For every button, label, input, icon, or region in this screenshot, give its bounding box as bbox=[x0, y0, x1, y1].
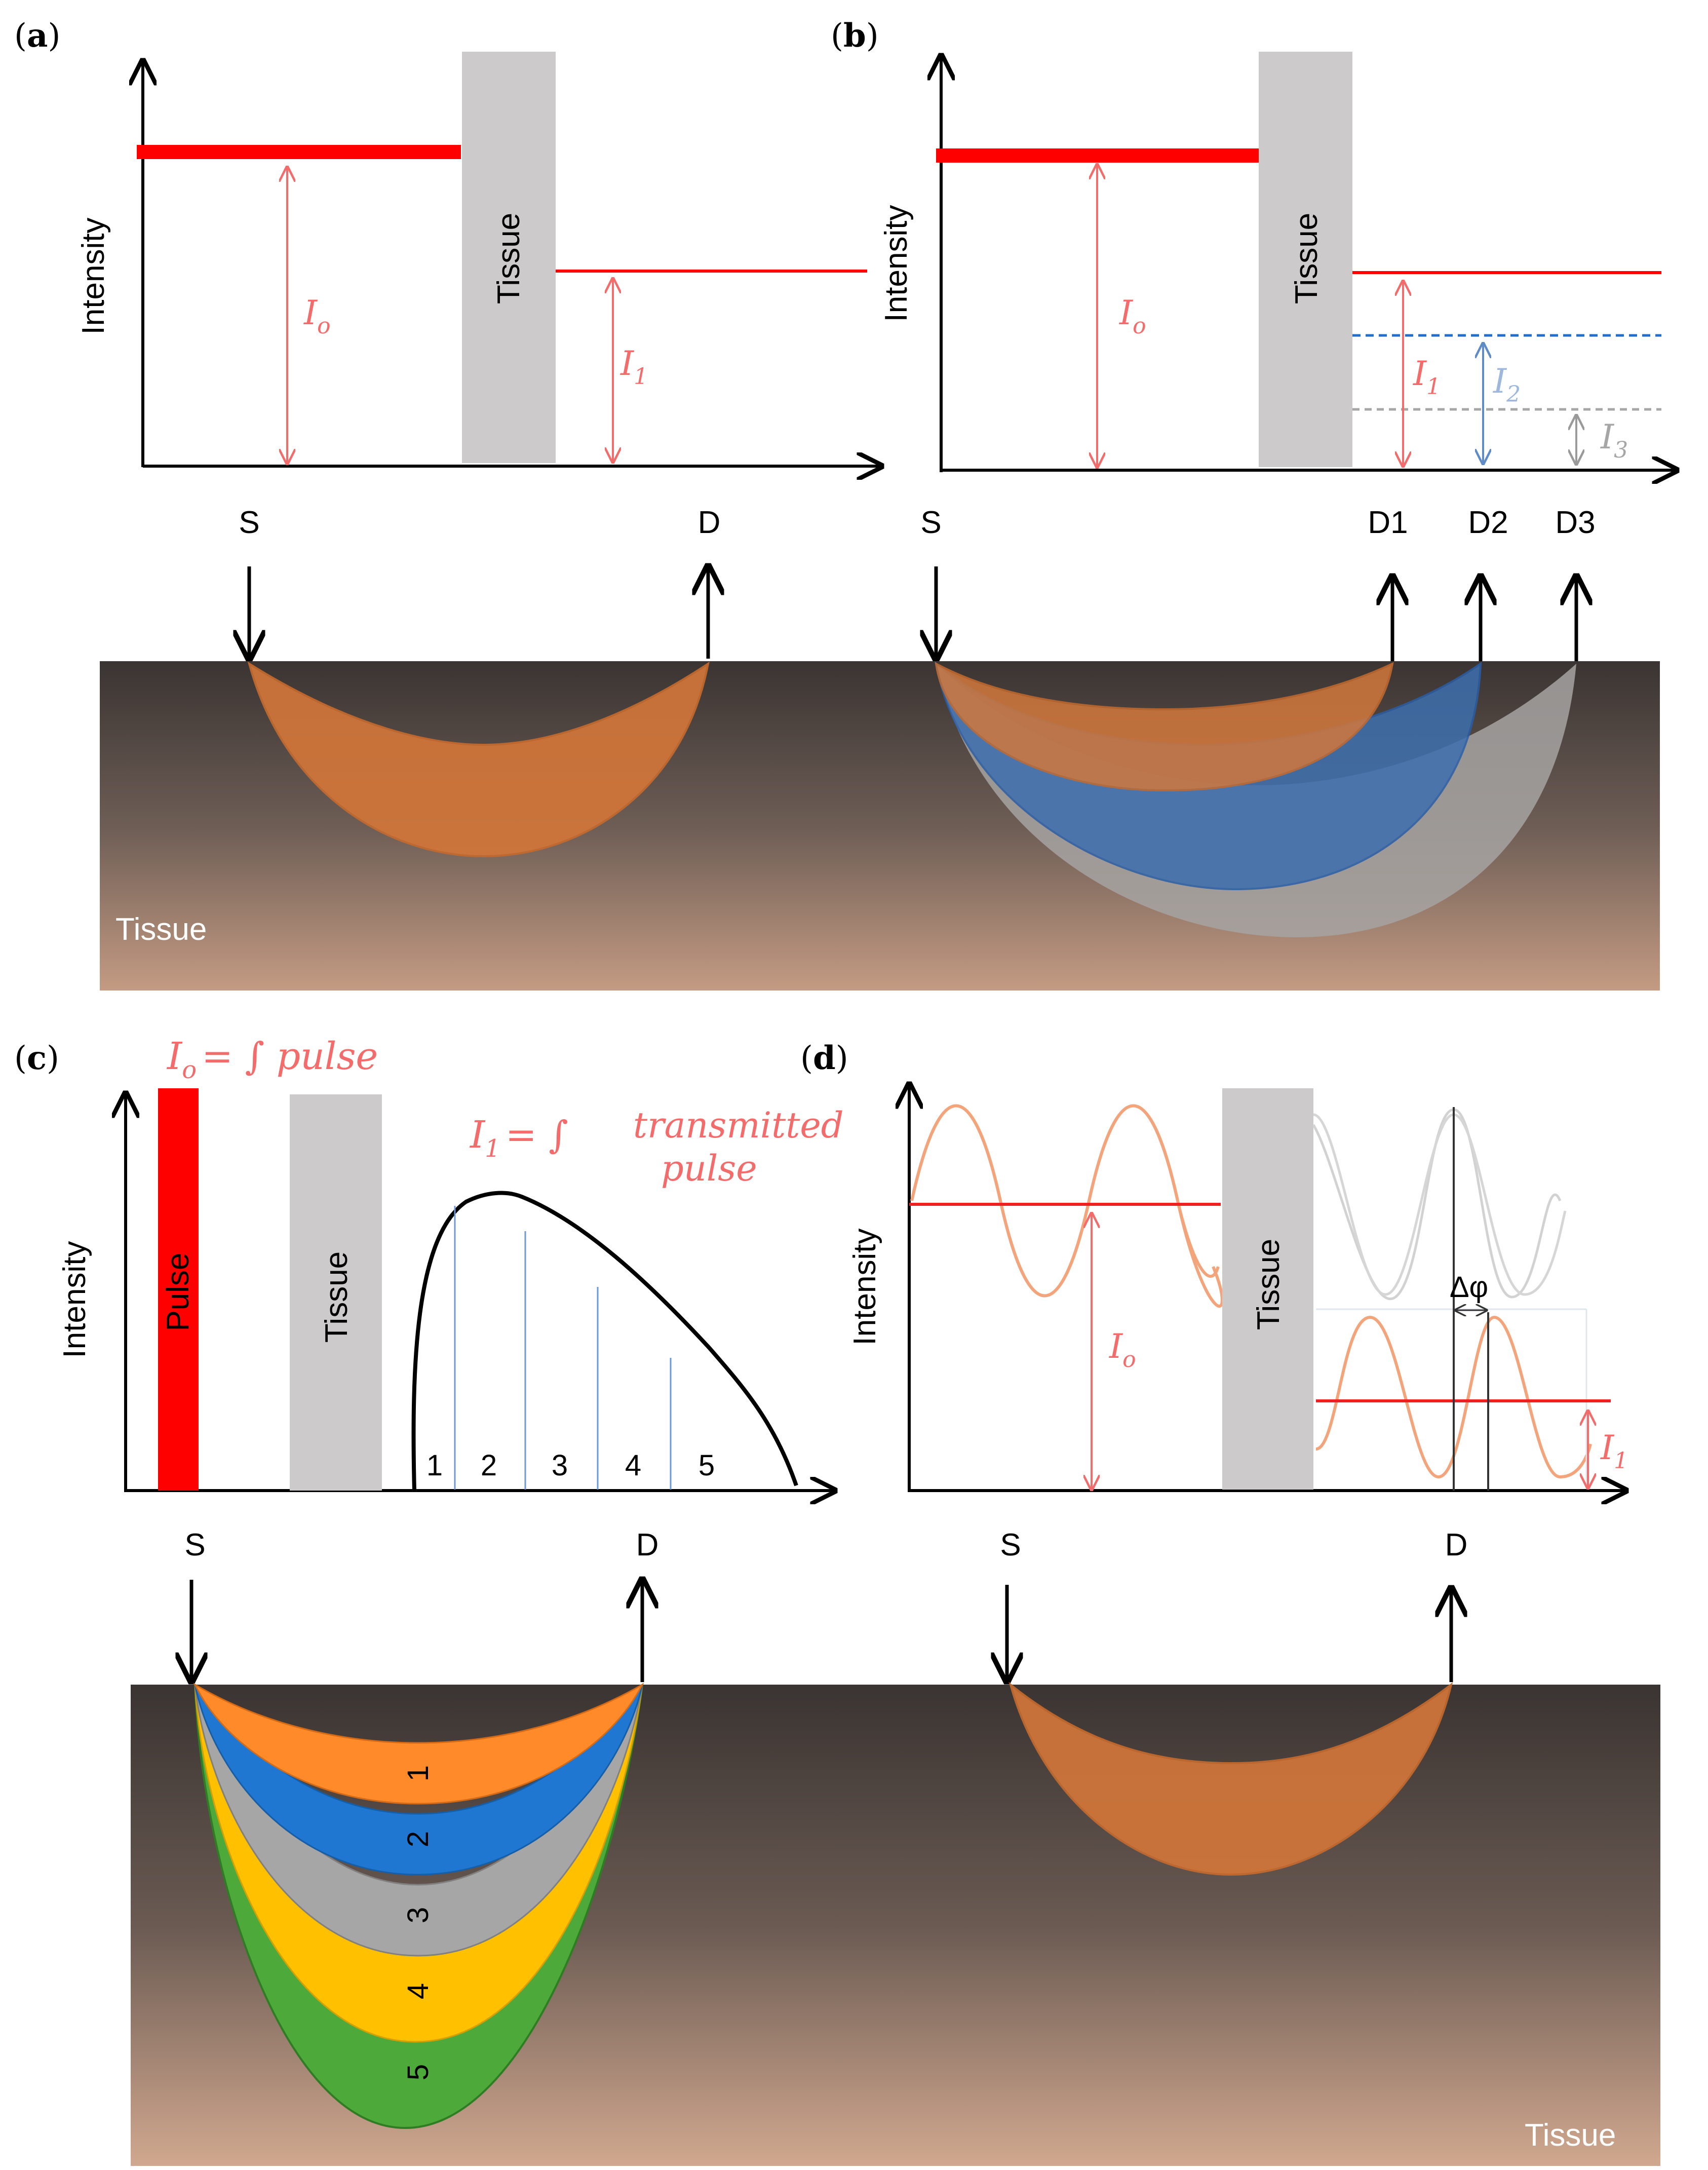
top-tissue-strip: Tissue bbox=[100, 661, 1660, 991]
banana-label: 2 bbox=[402, 1831, 435, 1847]
tissue-block-label: Tissue bbox=[319, 1251, 354, 1343]
incident-symbol: Io bbox=[303, 293, 331, 339]
pulse-bar-label: Pulse bbox=[161, 1252, 196, 1331]
source-label: S bbox=[1000, 1528, 1021, 1563]
tissue-block bbox=[1259, 52, 1352, 467]
detector-1-label: D1 bbox=[1368, 505, 1408, 540]
tpsf-curve bbox=[411, 1191, 798, 1491]
incident-wave bbox=[910, 1104, 1220, 1298]
panel-a-label: (a) bbox=[14, 17, 60, 55]
panel-d-label: (d) bbox=[800, 1039, 848, 1077]
time-bin-label: 4 bbox=[625, 1449, 641, 1482]
banana-label: 5 bbox=[402, 2064, 435, 2080]
photon-path-banana-1 bbox=[935, 662, 1394, 792]
y-axis-label: Intensity bbox=[76, 218, 111, 335]
tissue-block bbox=[462, 52, 556, 463]
tissue-block-label: Tissue bbox=[491, 213, 526, 304]
photon-path-banana-1 bbox=[193, 1683, 644, 1805]
detector-2-label: D2 bbox=[1468, 505, 1508, 540]
transmitted-wave bbox=[1315, 1315, 1592, 1479]
tissue-block bbox=[290, 1094, 382, 1491]
tissue-block bbox=[1222, 1088, 1313, 1490]
transmitted-symbol-2: I2 bbox=[1493, 362, 1521, 407]
detector-label: D bbox=[636, 1528, 659, 1563]
time-bin-label: 2 bbox=[481, 1449, 497, 1482]
panel-c: (c) Io= ∫ pulse Intensity Pulse Tissue I… bbox=[14, 1035, 844, 1682]
incident-symbol: Io bbox=[1109, 1327, 1136, 1373]
transmitted-equation-line2: pulse bbox=[661, 1148, 757, 1189]
panel-c-label: (c) bbox=[14, 1039, 59, 1077]
pulse-bar bbox=[158, 1088, 199, 1491]
incident-equation: Io= ∫ pulse bbox=[166, 1035, 378, 1084]
banana-label: 4 bbox=[402, 1983, 435, 1999]
tissue-layer-label: Tissue bbox=[115, 912, 207, 947]
transmitted-equation-line1: transmitted bbox=[633, 1105, 844, 1146]
detector-3-label: D3 bbox=[1555, 505, 1595, 540]
bottom-tissue-strip: Tissue 1 2 3 4 5 bbox=[131, 1682, 1660, 2166]
reference-wave bbox=[1313, 1113, 1567, 1296]
time-bin-label: 5 bbox=[698, 1449, 715, 1482]
tissue-block-label: Tissue bbox=[1289, 213, 1324, 304]
time-bin-label: 1 bbox=[426, 1449, 443, 1482]
panel-b-label: (b) bbox=[831, 17, 879, 55]
tissue-block-label: Tissue bbox=[1251, 1239, 1286, 1330]
panel-d: (d) Intensity Io Tissue I1 Δφ S D bbox=[800, 1039, 1628, 1682]
panel-b: (b) Intensity Io Tissue I1 I2 I3 S D1 D2… bbox=[831, 17, 1677, 664]
banana-label: 3 bbox=[402, 1907, 435, 1923]
phase-shift-label: Δφ bbox=[1450, 1271, 1488, 1304]
y-axis-label: Intensity bbox=[847, 1229, 882, 1346]
source-label: S bbox=[184, 1528, 205, 1563]
photon-path-banana bbox=[1008, 1682, 1453, 1876]
banana-label: 1 bbox=[402, 1765, 435, 1781]
transmitted-symbol-3: I3 bbox=[1600, 417, 1628, 463]
tissue-layer-label: Tissue bbox=[1525, 2118, 1616, 2153]
panel-a: (a) Intensity Io Tissue I1 S D bbox=[14, 17, 881, 659]
transmitted-symbol: I1 bbox=[1600, 1428, 1628, 1474]
detector-label: D bbox=[1445, 1528, 1468, 1563]
photon-path-banana bbox=[247, 661, 710, 858]
time-bin-label: 3 bbox=[552, 1449, 568, 1482]
y-axis-label: Intensity bbox=[57, 1241, 92, 1358]
detector-label: D bbox=[698, 505, 721, 540]
transmitted-equation: I1= ∫ bbox=[469, 1113, 568, 1163]
transmitted-symbol: I1 bbox=[620, 344, 648, 390]
photon-path-banana-2 bbox=[194, 1684, 643, 1876]
transmitted-symbol-1: I1 bbox=[1413, 354, 1441, 400]
photon-path-banana-3 bbox=[194, 1684, 643, 1957]
source-label: S bbox=[920, 505, 941, 540]
y-axis-label: Intensity bbox=[879, 205, 914, 322]
incident-symbol: Io bbox=[1119, 293, 1146, 339]
source-label: S bbox=[239, 505, 259, 540]
